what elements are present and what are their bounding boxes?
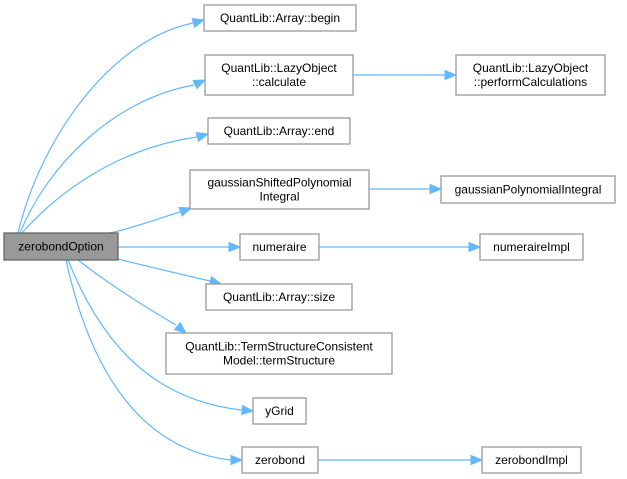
node-box [479, 233, 584, 261]
edge-line [65, 259, 232, 461]
node-label: QuantLib::LazyObject [221, 61, 337, 75]
node-arrayBegin[interactable]: QuantLib::Array::begin [203, 4, 357, 32]
node-box [204, 54, 354, 96]
edge-line [77, 259, 177, 326]
edge-gaussShifted-to-gaussPoly [369, 183, 443, 195]
node-label: gaussianPolynomialIntegral [455, 183, 602, 197]
node-arrayEnd[interactable]: QuantLib::Array::end [207, 117, 351, 145]
node-label: numeraire [252, 240, 306, 254]
node-label: zerobond [255, 453, 305, 467]
edge-zerobondOption-to-lazyCalculate [19, 79, 207, 234]
node-gaussPoly[interactable]: gaussianPolynomialIntegral [440, 175, 616, 204]
node-box [203, 4, 357, 32]
arrowhead-icon [228, 241, 242, 253]
edge-line [117, 258, 211, 282]
edge-zerobondOption-to-arrayBegin [17, 17, 206, 234]
node-label: QuantLib::Array::end [224, 124, 335, 138]
node-box [252, 397, 307, 425]
arrowhead-icon [191, 17, 206, 29]
edge-zerobondOption-to-termStructure [77, 259, 188, 334]
edges-layer [17, 17, 484, 466]
edge-lazyCalculate-to-lazyPerform [353, 69, 458, 81]
node-label: yGrid [265, 404, 294, 418]
edge-zerobondOption-to-arraySize [117, 258, 223, 287]
node-label: zerobondOption [18, 240, 103, 254]
node-label: QuantLib::TermStructureConsistent [185, 340, 373, 354]
arrowhead-icon [195, 131, 210, 143]
node-zerobondOption: zerobondOption [3, 232, 119, 261]
edge-zerobondOption-to-zerobond [65, 259, 244, 466]
edge-line [109, 211, 181, 234]
arrowhead-icon [178, 207, 193, 217]
node-numeraireImpl[interactable]: numeraireImpl [479, 233, 584, 261]
node-box [165, 332, 393, 375]
edge-zerobond-to-zerobondImpl [318, 454, 484, 466]
node-label: numeraireImpl [493, 240, 570, 254]
edge-zerobondOption-to-yGrid [67, 259, 255, 416]
edge-zerobondOption-to-arrayEnd [21, 131, 210, 234]
node-numeraire[interactable]: numeraire [239, 233, 320, 261]
nodes-layer: zerobondOption QuantLib::Array::beginQuan… [3, 4, 616, 474]
node-yGrid[interactable]: yGrid [252, 397, 307, 425]
node-label: ::calculate [252, 75, 306, 89]
arrowhead-icon [173, 321, 188, 334]
edge-zerobondOption-to-gaussShifted [109, 207, 193, 234]
node-box [239, 233, 320, 261]
edge-zerobondOption-to-numeraire [118, 241, 242, 253]
edge-numeraire-to-numeraireImpl [319, 241, 482, 253]
node-box [440, 175, 616, 204]
arrowhead-icon [444, 69, 458, 81]
node-label: QuantLib::Array::size [223, 290, 335, 304]
node-box [3, 232, 119, 261]
node-box [207, 117, 351, 145]
arrowhead-icon [470, 454, 484, 466]
arrowhead-icon [429, 183, 443, 195]
node-label: Integral [259, 190, 299, 204]
node-label: gaussianShiftedPolynomial [207, 176, 351, 190]
arrowhead-icon [192, 79, 207, 90]
node-box [481, 446, 582, 474]
node-label: Model::termStructure [223, 354, 335, 368]
node-lazyPerform[interactable]: QuantLib::LazyObject::performCalculation… [455, 54, 606, 96]
node-zerobond[interactable]: zerobond [241, 446, 319, 474]
node-zerobondImpl[interactable]: zerobondImpl [481, 446, 582, 474]
node-label: ::performCalculations [474, 75, 587, 89]
node-box [455, 54, 606, 96]
arrowhead-icon [230, 454, 244, 466]
edge-line [19, 84, 195, 234]
node-label: QuantLib::Array::begin [220, 11, 340, 25]
arrowhead-icon [241, 404, 255, 416]
node-label: zerobondImpl [495, 453, 568, 467]
edge-line [17, 22, 194, 234]
node-box [189, 169, 370, 210]
node-arraySize[interactable]: QuantLib::Array::size [205, 283, 353, 311]
arrowhead-icon [468, 241, 482, 253]
edge-line [67, 259, 243, 411]
node-termStructure[interactable]: QuantLib::TermStructureConsistentModel::… [165, 332, 393, 375]
node-lazyCalculate[interactable]: QuantLib::LazyObject::calculate [204, 54, 354, 96]
node-box [241, 446, 319, 474]
node-box [205, 283, 353, 311]
node-label: QuantLib::LazyObject [473, 61, 589, 75]
edge-line [21, 136, 198, 234]
